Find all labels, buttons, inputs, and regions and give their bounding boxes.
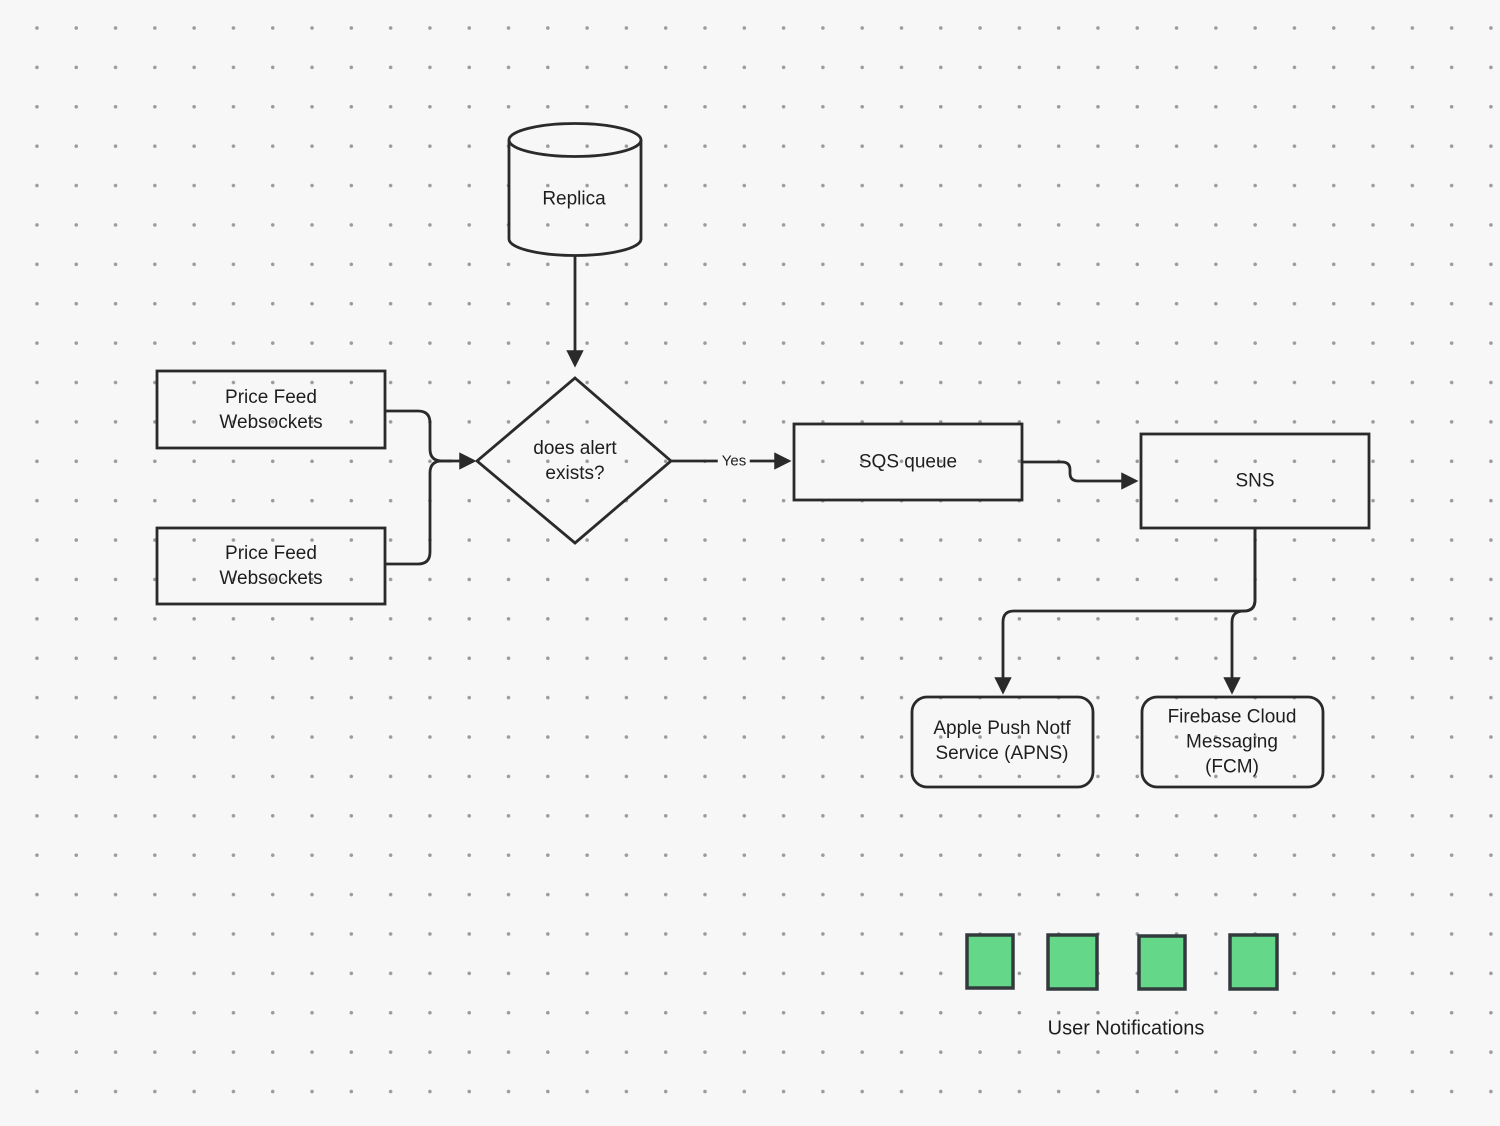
user-notification-square-2[interactable] [1046, 933, 1099, 991]
fcm-box[interactable] [1140, 695, 1325, 789]
does-alert-exists-diamond[interactable] [474, 376, 674, 545]
user-notification-square-3[interactable] [1137, 934, 1187, 991]
price-feed-websockets-2-box[interactable] [155, 526, 387, 606]
edge-sqs-to-sns [1022, 460, 1139, 490]
replica-cylinder[interactable] [507, 122, 643, 257]
user-notification-square-4[interactable] [1228, 933, 1279, 991]
apns-box[interactable] [910, 695, 1095, 789]
sqs-queue-box[interactable] [792, 422, 1024, 502]
user-notification-square-1[interactable] [965, 933, 1015, 990]
edge-pricefeed1-to-decision [385, 409, 477, 470]
edge-sns-to-apns [994, 528, 1257, 695]
edge-sns-to-fcm [1223, 528, 1257, 695]
price-feed-websockets-1-box[interactable] [155, 369, 387, 450]
sns-box[interactable] [1139, 432, 1371, 530]
edge-pricefeed2-to-decision [385, 459, 452, 566]
